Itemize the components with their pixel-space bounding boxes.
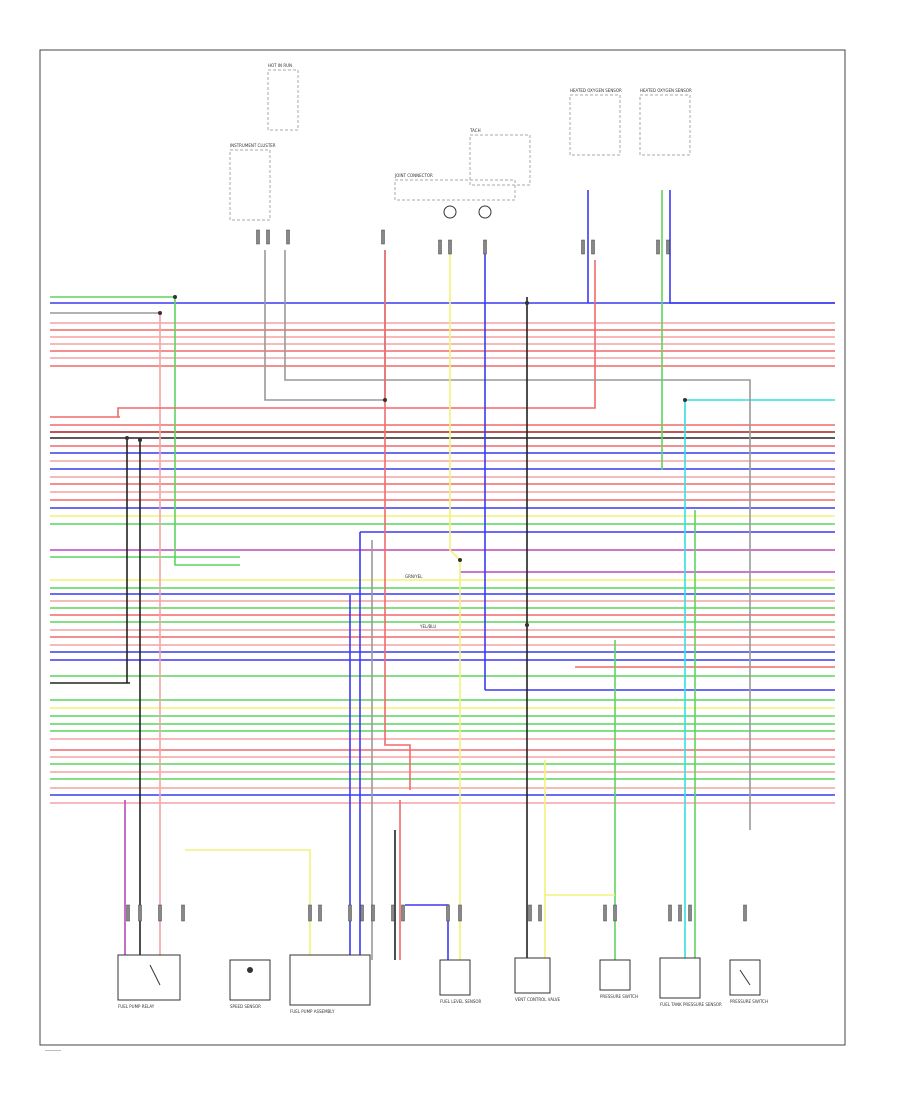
connector-junction-label: JOINT CONNECTOR <box>394 173 433 178</box>
top-connector-pin-2 <box>266 229 270 245</box>
fuel-level-sensor-box <box>439 959 471 996</box>
relay-switch-icon <box>149 964 161 986</box>
ignition-switch-outline <box>267 69 299 131</box>
bottom-connector-pin-18 <box>668 904 672 922</box>
heated-oxygen-sensor-right-outline <box>639 94 691 156</box>
pressure-switch-2-label: PRESSURE SWITCH <box>730 999 768 1004</box>
fuel-pump-relay-box <box>117 954 181 1001</box>
junction-dot-1 <box>173 295 177 299</box>
bottom-connector-pin-3 <box>158 904 162 922</box>
top-connector-pin-6 <box>448 239 452 255</box>
bottom-connector-pin-21 <box>743 904 747 922</box>
bottom-connector-pin-19 <box>678 904 682 922</box>
instrument-cluster-outline <box>229 149 271 221</box>
speed-sensor-icon <box>247 967 253 973</box>
fuel-tank-pressure-sensor-box <box>659 957 701 999</box>
top-connector-pin-11 <box>666 239 670 255</box>
heated-oxygen-sensor-right-label: HEATED OXYGEN SENSOR <box>640 88 692 93</box>
pressure-switch-icon <box>739 969 751 986</box>
bottom-connector-pin-13 <box>458 904 462 922</box>
bottom-connector-pin-2 <box>138 904 142 922</box>
diagram-frame <box>39 49 846 1046</box>
gauge-icon-right <box>478 205 492 219</box>
routed-wire-9 <box>449 240 461 960</box>
fuel-pump-relay-label: FUEL PUMP RELAY <box>118 1004 155 1009</box>
junction-dot-5 <box>383 398 387 402</box>
wires-layer <box>50 190 835 960</box>
vent-control-valve-label: VENT CONTROL VALVE <box>515 997 561 1002</box>
gauge-icon-left <box>443 205 457 219</box>
connector-junction-outline <box>394 179 516 201</box>
junction-dot-3 <box>125 436 129 440</box>
mid-label-1: GRN/YEL <box>405 574 423 579</box>
tach-meter-outline <box>469 134 531 186</box>
mid-label-2: YEL/BLU <box>419 624 436 629</box>
labels-layer: HOT IN RUN INSTRUMENT CLUSTER TACH JOINT CO… <box>118 63 768 1014</box>
bottom-connector-pin-9 <box>371 904 375 922</box>
top-connector-pin-9 <box>591 239 595 255</box>
bottom-connector-pin-7 <box>348 904 352 922</box>
bottom-connector-pin-15 <box>538 904 542 922</box>
bottom-connector-pin-6 <box>318 904 322 922</box>
top-connector-pin-1 <box>256 229 260 245</box>
routed-wire-24 <box>405 904 449 960</box>
speed-sensor-label: SPEED SENSOR <box>230 1004 261 1009</box>
junction-dot-6 <box>525 301 529 305</box>
vent-control-valve-box <box>514 957 551 994</box>
instrument-cluster-label: INSTRUMENT CLUSTER <box>230 143 276 148</box>
fuel-level-sensor-label: FUEL LEVEL SENSOR <box>440 999 482 1004</box>
junction-dot-7 <box>683 398 687 402</box>
top-connector-pin-7 <box>483 239 487 255</box>
bottom-connector-pin-17 <box>613 904 617 922</box>
bottom-connector-pin-10 <box>391 904 395 922</box>
junction-dot-2 <box>158 311 162 315</box>
speed-sensor-box <box>229 959 271 1001</box>
bottom-connector-pin-14 <box>528 904 532 922</box>
bottom-connector-pin-8 <box>360 904 364 922</box>
bottom-connector-pin-16 <box>603 904 607 922</box>
components-layer <box>117 69 761 1006</box>
fuel-pump-assembly-label: FUEL PUMP ASSEMBLY <box>290 1009 335 1014</box>
heated-oxygen-sensor-left-label: HEATED OXYGEN SENSOR <box>570 88 622 93</box>
pressure-switch-label: PRESSURE SWITCH <box>600 994 638 999</box>
footer-text: ________ <box>44 1046 62 1051</box>
junction-dot-4 <box>138 438 142 442</box>
top-connector-pin-5 <box>438 239 442 255</box>
top-connector-pin-3 <box>286 229 290 245</box>
bottom-connector-pin-20 <box>688 904 692 922</box>
bottom-connector-pin-5 <box>308 904 312 922</box>
top-connector-pin-8 <box>581 239 585 255</box>
junction-dot-9 <box>525 623 529 627</box>
pressure-switch-box <box>599 959 631 991</box>
routed-wire-14 <box>669 190 835 304</box>
bottom-connector-pin-1 <box>126 904 130 922</box>
junction-dot-8 <box>458 558 462 562</box>
routed-wire-6 <box>264 250 386 401</box>
bottom-connector-pin-12 <box>446 904 450 922</box>
bottom-connector-pin-11 <box>401 904 405 922</box>
routed-wire-1 <box>174 297 240 566</box>
top-connector-pin-4 <box>381 229 385 245</box>
fuel-pump-assembly-box <box>289 954 371 1006</box>
fuel-tank-pressure-sensor-label: FUEL TANK PRESSURE SENSOR <box>660 1002 722 1007</box>
routed-wire-7 <box>284 250 751 830</box>
ignition-switch-label: HOT IN RUN <box>268 63 292 68</box>
routed-wire-8 <box>384 250 411 790</box>
routed-wire-5 <box>117 260 596 417</box>
heated-oxygen-sensor-left-outline <box>569 94 621 156</box>
routed-wire-22 <box>185 849 311 960</box>
top-connector-pin-10 <box>656 239 660 255</box>
bottom-connector-pin-4 <box>181 904 185 922</box>
tach-meter-label: TACH <box>469 128 481 133</box>
